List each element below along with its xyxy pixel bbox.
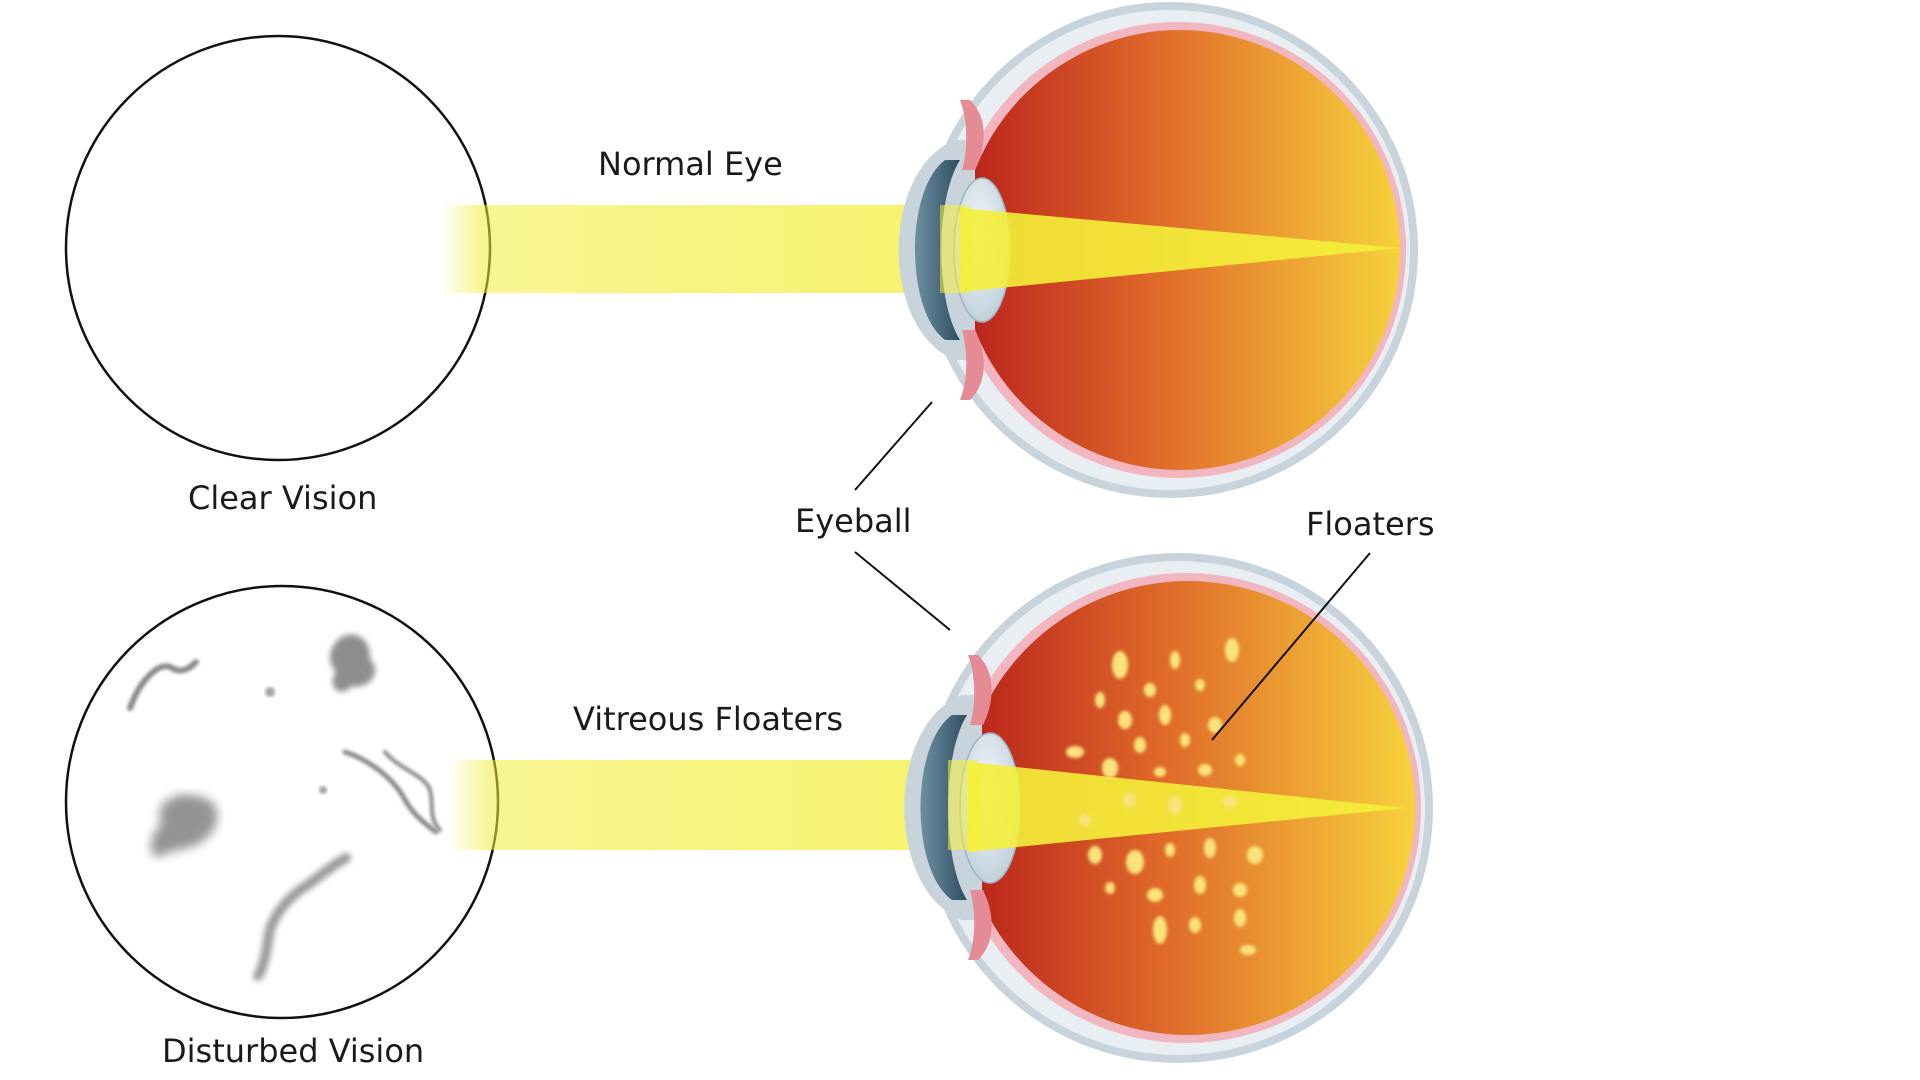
floaters-eyeball	[904, 553, 1433, 1063]
normal-focus-cone	[960, 208, 1400, 292]
vitreous-floater-spots	[1066, 638, 1263, 955]
clear-vision-label: Clear Vision	[188, 479, 378, 517]
normal-eyeball	[898, 2, 1418, 498]
vitreous-floaters-label: Vitreous Floaters	[573, 700, 844, 738]
floaters-label: Floaters	[1306, 505, 1435, 543]
clear-vision-circle	[64, 34, 492, 462]
eyeball-leader-top	[854, 401, 933, 491]
disturbed-focus-cone	[968, 762, 1405, 852]
eyeball-leader-bottom	[854, 551, 951, 631]
floaters-leader	[1211, 552, 1371, 741]
normal-eye-label: Normal Eye	[598, 145, 783, 183]
disturbed-light-beam	[448, 760, 968, 850]
normal-light-beam	[440, 205, 960, 293]
eyeball-label: Eyeball	[795, 502, 912, 540]
disturbed-vision-label: Disturbed Vision	[162, 1032, 425, 1070]
vision-floaters	[127, 634, 442, 981]
